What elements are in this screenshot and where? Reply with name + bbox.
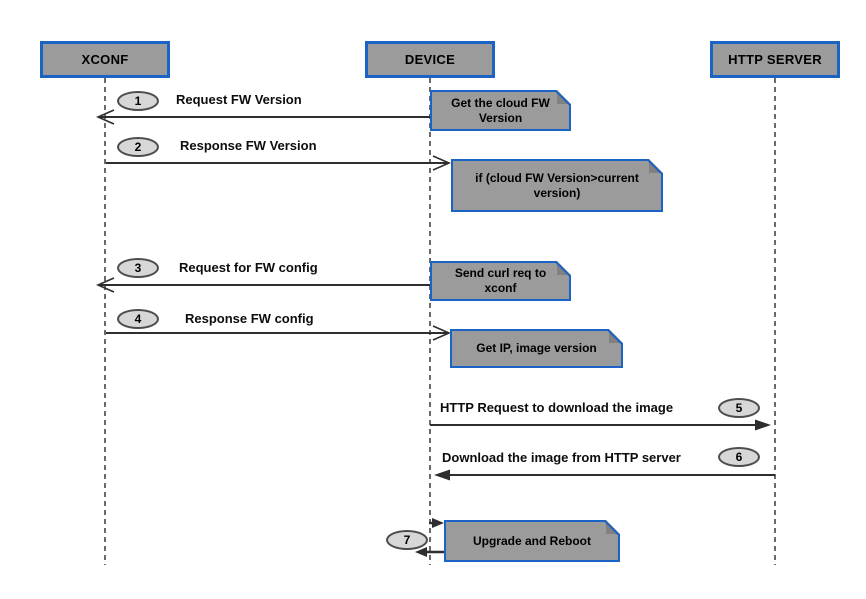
message-label-2: Response FW Version — [180, 138, 317, 153]
step-bubble-1: 1 — [117, 91, 159, 111]
message-arrow-7-out — [429, 518, 444, 528]
step-number: 1 — [134, 94, 142, 108]
message-label-3: Request for FW config — [179, 260, 318, 275]
note-get-cloud-fw-version: Get the cloud FW Version — [430, 90, 571, 131]
note-upgrade-and-reboot: Upgrade and Reboot — [444, 520, 620, 562]
note-if-cloud-fw-version: if (cloud FW Version>current version) — [451, 159, 663, 212]
step-number: 7 — [403, 533, 411, 547]
actor-box-xconf: XCONF — [40, 41, 170, 78]
message-arrow-6 — [434, 469, 775, 481]
note-text: Send curl req to xconf — [454, 266, 547, 295]
note-text: Get the cloud FW Version — [451, 95, 550, 125]
actor-label: HTTP SERVER — [728, 52, 822, 67]
step-bubble-3: 3 — [117, 258, 159, 278]
message-label-4: Response FW config — [185, 311, 314, 326]
message-arrow-7-return — [415, 547, 444, 557]
step-bubble-7: 7 — [386, 530, 428, 550]
message-label-6: Download the image from HTTP server — [442, 450, 681, 465]
note-text: Upgrade and Reboot — [472, 533, 591, 548]
step-bubble-5: 5 — [718, 398, 760, 418]
step-number: 3 — [134, 261, 142, 275]
step-number: 5 — [735, 401, 743, 415]
step-number: 6 — [735, 450, 743, 464]
message-label-5: HTTP Request to download the image — [440, 400, 674, 415]
message-arrow-4 — [106, 325, 451, 341]
note-send-curl-req: Send curl req to xconf — [430, 261, 571, 301]
message-arrow-3 — [96, 277, 430, 293]
note-text: if (cloud FW Version>current version) — [475, 170, 639, 200]
message-arrow-1 — [96, 109, 430, 125]
step-bubble-4: 4 — [117, 309, 159, 329]
actor-label: XCONF — [81, 52, 129, 67]
step-bubble-6: 6 — [718, 447, 760, 467]
note-get-ip-image-version: Get IP, image version — [450, 329, 623, 368]
message-arrow-5 — [430, 419, 771, 431]
note-text: Get IP, image version — [476, 341, 597, 355]
step-number: 4 — [134, 312, 142, 326]
actor-box-device: DEVICE — [365, 41, 495, 78]
step-number: 2 — [134, 140, 142, 154]
actor-label: DEVICE — [404, 52, 456, 67]
actor-box-http-server: HTTP SERVER — [710, 41, 840, 78]
message-label-1: Request FW Version — [176, 92, 302, 107]
message-arrow-2 — [106, 155, 451, 171]
step-bubble-2: 2 — [117, 137, 159, 157]
